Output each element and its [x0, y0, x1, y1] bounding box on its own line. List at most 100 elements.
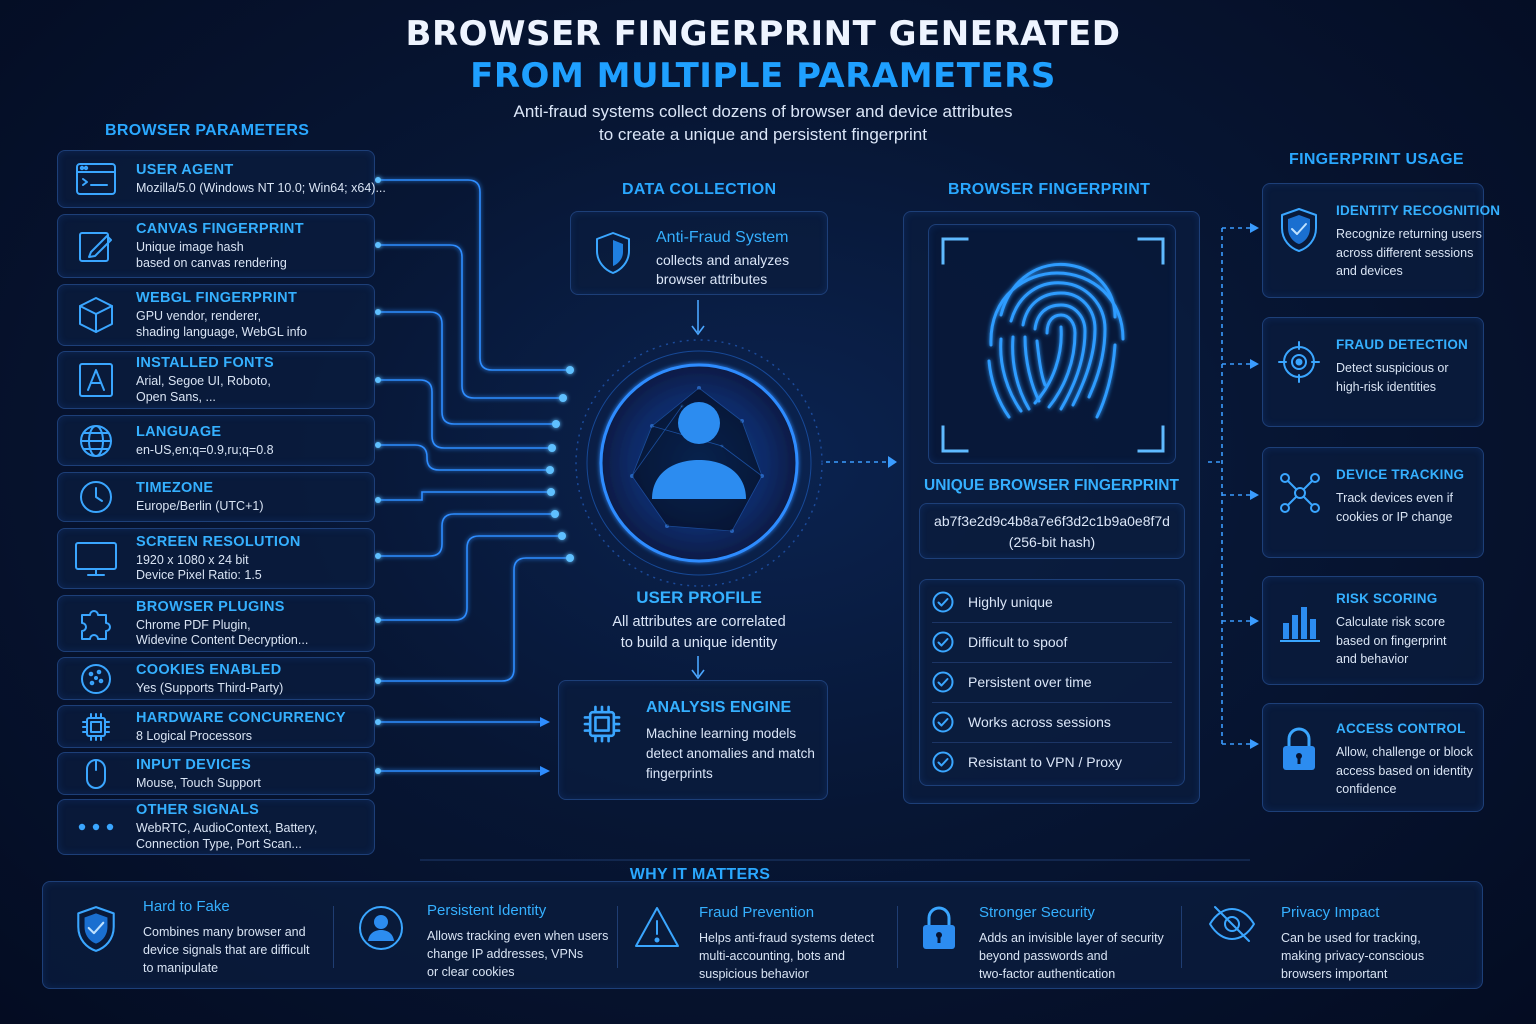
- why-detail: Can be used for tracking,: [1281, 931, 1421, 945]
- param-title: CANVAS FINGERPRINT: [136, 221, 304, 237]
- anti-fraud-line1: collects and analyzes: [656, 252, 790, 268]
- padlock-icon: [917, 904, 967, 954]
- section-data-collection: DATA COLLECTION: [622, 181, 777, 198]
- usage-title: DEVICE TRACKING: [1336, 467, 1465, 482]
- usage-detail: confidence: [1336, 782, 1397, 796]
- param-detail: Mozilla/5.0 (Windows NT 10.0; Win64; x64…: [136, 180, 386, 195]
- pencil-icon: [74, 226, 118, 266]
- param-title: INSTALLED FONTS: [136, 355, 274, 371]
- target-icon: [1277, 340, 1321, 384]
- param-hardware-concurrency: HARDWARE CONCURRENCY 8 Logical Processor…: [57, 705, 375, 748]
- why-title: Persistent Identity: [427, 902, 547, 919]
- usage-title: FRAUD DETECTION: [1336, 337, 1468, 352]
- why-detail: suspicious behavior: [699, 967, 809, 981]
- param-detail: Connection Type, Port Scan...: [136, 836, 302, 851]
- property-label: Persistent over time: [968, 674, 1092, 690]
- fingerprint-hash-box: ab7f3e2d9c4b8a7e6f3d2c1b9a0e8f7d (256-bi…: [919, 503, 1185, 559]
- param-detail: Unique image hash: [136, 240, 244, 254]
- param-screen-resolution: SCREEN RESOLUTION 1920 x 1080 x 24 bit D…: [57, 528, 375, 589]
- why-detail: to manipulate: [143, 961, 219, 975]
- subtitle-line1: Anti-fraud systems collect dozens of bro…: [513, 102, 1013, 121]
- usage-detail: Calculate risk score: [1336, 615, 1446, 629]
- usage-detail: Allow, challenge or block: [1336, 745, 1473, 759]
- mouse-icon: [74, 754, 118, 794]
- param-detail: Yes (Supports Third-Party): [136, 680, 284, 695]
- param-canvas-fingerprint: CANVAS FINGERPRINT Unique image hash bas…: [57, 214, 375, 278]
- param-title: HARDWARE CONCURRENCY: [136, 709, 346, 726]
- param-title: OTHER SIGNALS: [136, 802, 260, 818]
- cube-icon: [74, 295, 118, 335]
- font-icon: [74, 360, 118, 400]
- why-detail: Allows tracking even when users: [427, 929, 609, 943]
- usage-detail: Recognize returning users: [1336, 227, 1482, 241]
- usage-fraud-detection: FRAUD DETECTION Detect suspicious or hig…: [1262, 317, 1484, 427]
- param-detail: Open Sans, ...: [136, 389, 216, 404]
- param-detail: Widevine Content Decryption...: [136, 633, 309, 647]
- usage-detail: access based on identity: [1336, 763, 1473, 778]
- param-user-agent: USER AGENT Mozilla/5.0 (Windows NT 10.0;…: [57, 150, 386, 208]
- user-profile: USER PROFILE All attributes are correlat…: [560, 588, 838, 654]
- usage-identity-recognition: IDENTITY RECOGNITION Recognize returning…: [1262, 183, 1501, 298]
- param-detail: Europe/Berlin (UTC+1): [136, 498, 264, 513]
- property-label: Resistant to VPN / Proxy: [968, 754, 1123, 770]
- chip-icon: [74, 707, 118, 747]
- usage-title: IDENTITY RECOGNITION: [1336, 203, 1501, 218]
- section-browser-fingerprint: BROWSER FINGERPRINT: [948, 181, 1151, 198]
- why-persistent-identity: Persistent Identity Allows tracking even…: [343, 882, 623, 990]
- page-subtitle: Anti-fraud systems collect dozens of bro…: [0, 100, 1526, 146]
- param-title: WEBGL FINGERPRINT: [136, 290, 298, 306]
- param-detail: GPU vendor, renderer,: [136, 309, 262, 323]
- section-browser-parameters: BROWSER PARAMETERS: [105, 122, 310, 139]
- chip-icon: [581, 703, 623, 750]
- list-item: Difficult to spoof: [932, 622, 1172, 663]
- param-detail: Chrome PDF Plugin,: [136, 617, 251, 632]
- eye-off-icon: [1207, 904, 1257, 954]
- usage-access-control: ACCESS CONTROL Allow, challenge or block…: [1262, 703, 1484, 812]
- why-it-matters-panel: Hard to Fake Combines many browser and d…: [42, 881, 1483, 989]
- why-fraud-prevention: Fraud Prevention Helps anti-fraud system…: [619, 882, 899, 990]
- shield-check-icon: [1277, 206, 1321, 252]
- user-profile-line2: to build a unique identity: [620, 635, 778, 651]
- why-title: Stronger Security: [979, 904, 1095, 921]
- param-other-signals: OTHER SIGNALS WebRTC, AudioContext, Batt…: [57, 799, 375, 855]
- warning-icon: [633, 904, 683, 954]
- subtitle-line2: to create a unique and persistent finger…: [599, 125, 927, 144]
- why-stronger-security: Stronger Security Adds an invisible laye…: [905, 882, 1185, 990]
- padlock-icon: [1277, 726, 1321, 770]
- param-detail: 1920 x 1080 x 24 bit: [136, 552, 249, 567]
- user-profile-orb: [575, 339, 823, 587]
- property-label: Highly unique: [968, 594, 1053, 610]
- section-fingerprint-usage: FINGERPRINT USAGE: [1289, 151, 1464, 168]
- usage-title: RISK SCORING: [1336, 591, 1438, 606]
- param-title: COOKIES ENABLED: [136, 661, 282, 678]
- param-title: LANGUAGE: [136, 423, 222, 440]
- param-detail: Arial, Segoe UI, Roboto,: [136, 374, 271, 388]
- param-webgl-fingerprint: WEBGL FINGERPRINT GPU vendor, renderer, …: [57, 284, 375, 346]
- param-detail: WebRTC, AudioContext, Battery,: [136, 821, 318, 835]
- network-nodes-icon: [1277, 470, 1321, 514]
- usage-detail: Track devices even if: [1336, 491, 1453, 505]
- fingerprint-properties-list: Highly unique Difficult to spoof Persist…: [919, 579, 1185, 786]
- list-item: Persistent over time: [932, 662, 1172, 703]
- param-detail: based on canvas rendering: [136, 255, 287, 270]
- check-circle-icon: [932, 631, 954, 653]
- anti-fraud-line2: browser attributes: [656, 271, 768, 287]
- fingerprint-scan: [928, 224, 1176, 464]
- fingerprint-hash: ab7f3e2d9c4b8a7e6f3d2c1b9a0e8f7d: [934, 513, 1170, 529]
- usage-device-tracking: DEVICE TRACKING Track devices even if co…: [1262, 447, 1484, 558]
- param-title: INPUT DEVICES: [136, 756, 252, 773]
- why-detail: Adds an invisible layer of security: [979, 931, 1164, 945]
- param-browser-plugins: BROWSER PLUGINS Chrome PDF Plugin, Widev…: [57, 595, 375, 652]
- globe-icon: [74, 421, 118, 461]
- param-detail: Mouse, Touch Support: [136, 775, 261, 790]
- list-item: Resistant to VPN / Proxy: [932, 742, 1172, 782]
- param-input-devices: INPUT DEVICES Mouse, Touch Support: [57, 752, 375, 795]
- bar-chart-icon: [1277, 599, 1321, 643]
- check-circle-icon: [932, 751, 954, 773]
- list-item: Works across sessions: [932, 702, 1172, 743]
- check-circle-icon: [932, 671, 954, 693]
- unique-fingerprint-label: UNIQUE BROWSER FINGERPRINT: [924, 477, 1179, 494]
- why-hard-to-fake: Hard to Fake Combines many browser and d…: [59, 882, 339, 990]
- why-detail: or clear cookies: [427, 965, 515, 979]
- analysis-engine-title: ANALYSIS ENGINE: [646, 699, 792, 716]
